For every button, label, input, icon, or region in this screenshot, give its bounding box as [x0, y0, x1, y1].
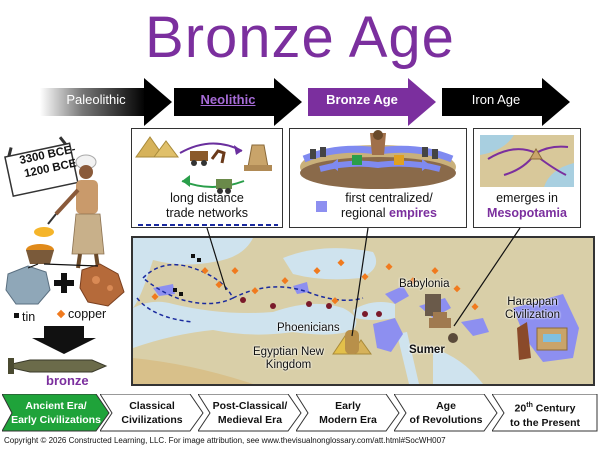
- map-label-harappan: Harappan Civilization: [505, 296, 560, 321]
- map-label-babylonia: Babylonia: [399, 278, 450, 290]
- metalworker-illustration: [4, 136, 125, 374]
- mesopotamia-panel: emerges in Mesopotamia: [473, 128, 581, 228]
- era-label-paleolithic: Paleolithic: [66, 92, 126, 107]
- timeline-bar: Ancient Era/Early Civilizations Classica…: [2, 394, 598, 434]
- copyright-text: Copyright © 2026 Constructed Learning, L…: [4, 436, 446, 445]
- bronze-label: bronze: [46, 373, 89, 388]
- page-title: Bronze Age: [145, 5, 455, 70]
- trade-networks-panel: long distance trade networks: [131, 128, 283, 228]
- timeline-20th-century[interactable]: 20th Century to the Present: [492, 394, 598, 432]
- empire-armies-illustration: [300, 130, 456, 212]
- timeline-ancient-era[interactable]: Ancient Era/Early Civilizations: [2, 394, 110, 432]
- era-arrow-neolithic[interactable]: Neolithic: [174, 78, 302, 126]
- map-label-phoenicians: Phoenicians: [277, 322, 340, 334]
- era-label-iron-age: Iron Age: [471, 92, 521, 107]
- era-arrow-bronze-age[interactable]: Bronze Age: [308, 78, 436, 126]
- empires-panel: first centralized/ regional empires: [289, 128, 467, 228]
- map-label-egypt: Egyptian New Kingdom: [253, 346, 324, 371]
- empires-caption: first centralized/ regional empires: [341, 191, 437, 220]
- map-label-sumer: Sumer: [409, 344, 445, 356]
- era-label-bronze-age: Bronze Age: [326, 92, 398, 107]
- copper-label: copper: [68, 307, 107, 321]
- era-label-neolithic: Neolithic: [200, 92, 256, 107]
- trade-caption: long distance trade networks: [166, 191, 248, 220]
- timeline-post-classical[interactable]: Post-Classical/Medieval Era: [198, 394, 302, 432]
- bronze-age-map[interactable]: Babylonia Harappan Civilization Phoenici…: [131, 236, 595, 386]
- mesopotamia-map-illustration: [480, 135, 574, 187]
- era-arrow-iron-age[interactable]: Iron Age: [442, 78, 570, 126]
- trade-caravan-illustration: [135, 136, 278, 226]
- tin-label: tin: [22, 310, 36, 324]
- mesopotamia-caption: emerges in Mesopotamia: [487, 191, 567, 220]
- era-arrow-paleolithic[interactable]: Paleolithic: [40, 78, 172, 126]
